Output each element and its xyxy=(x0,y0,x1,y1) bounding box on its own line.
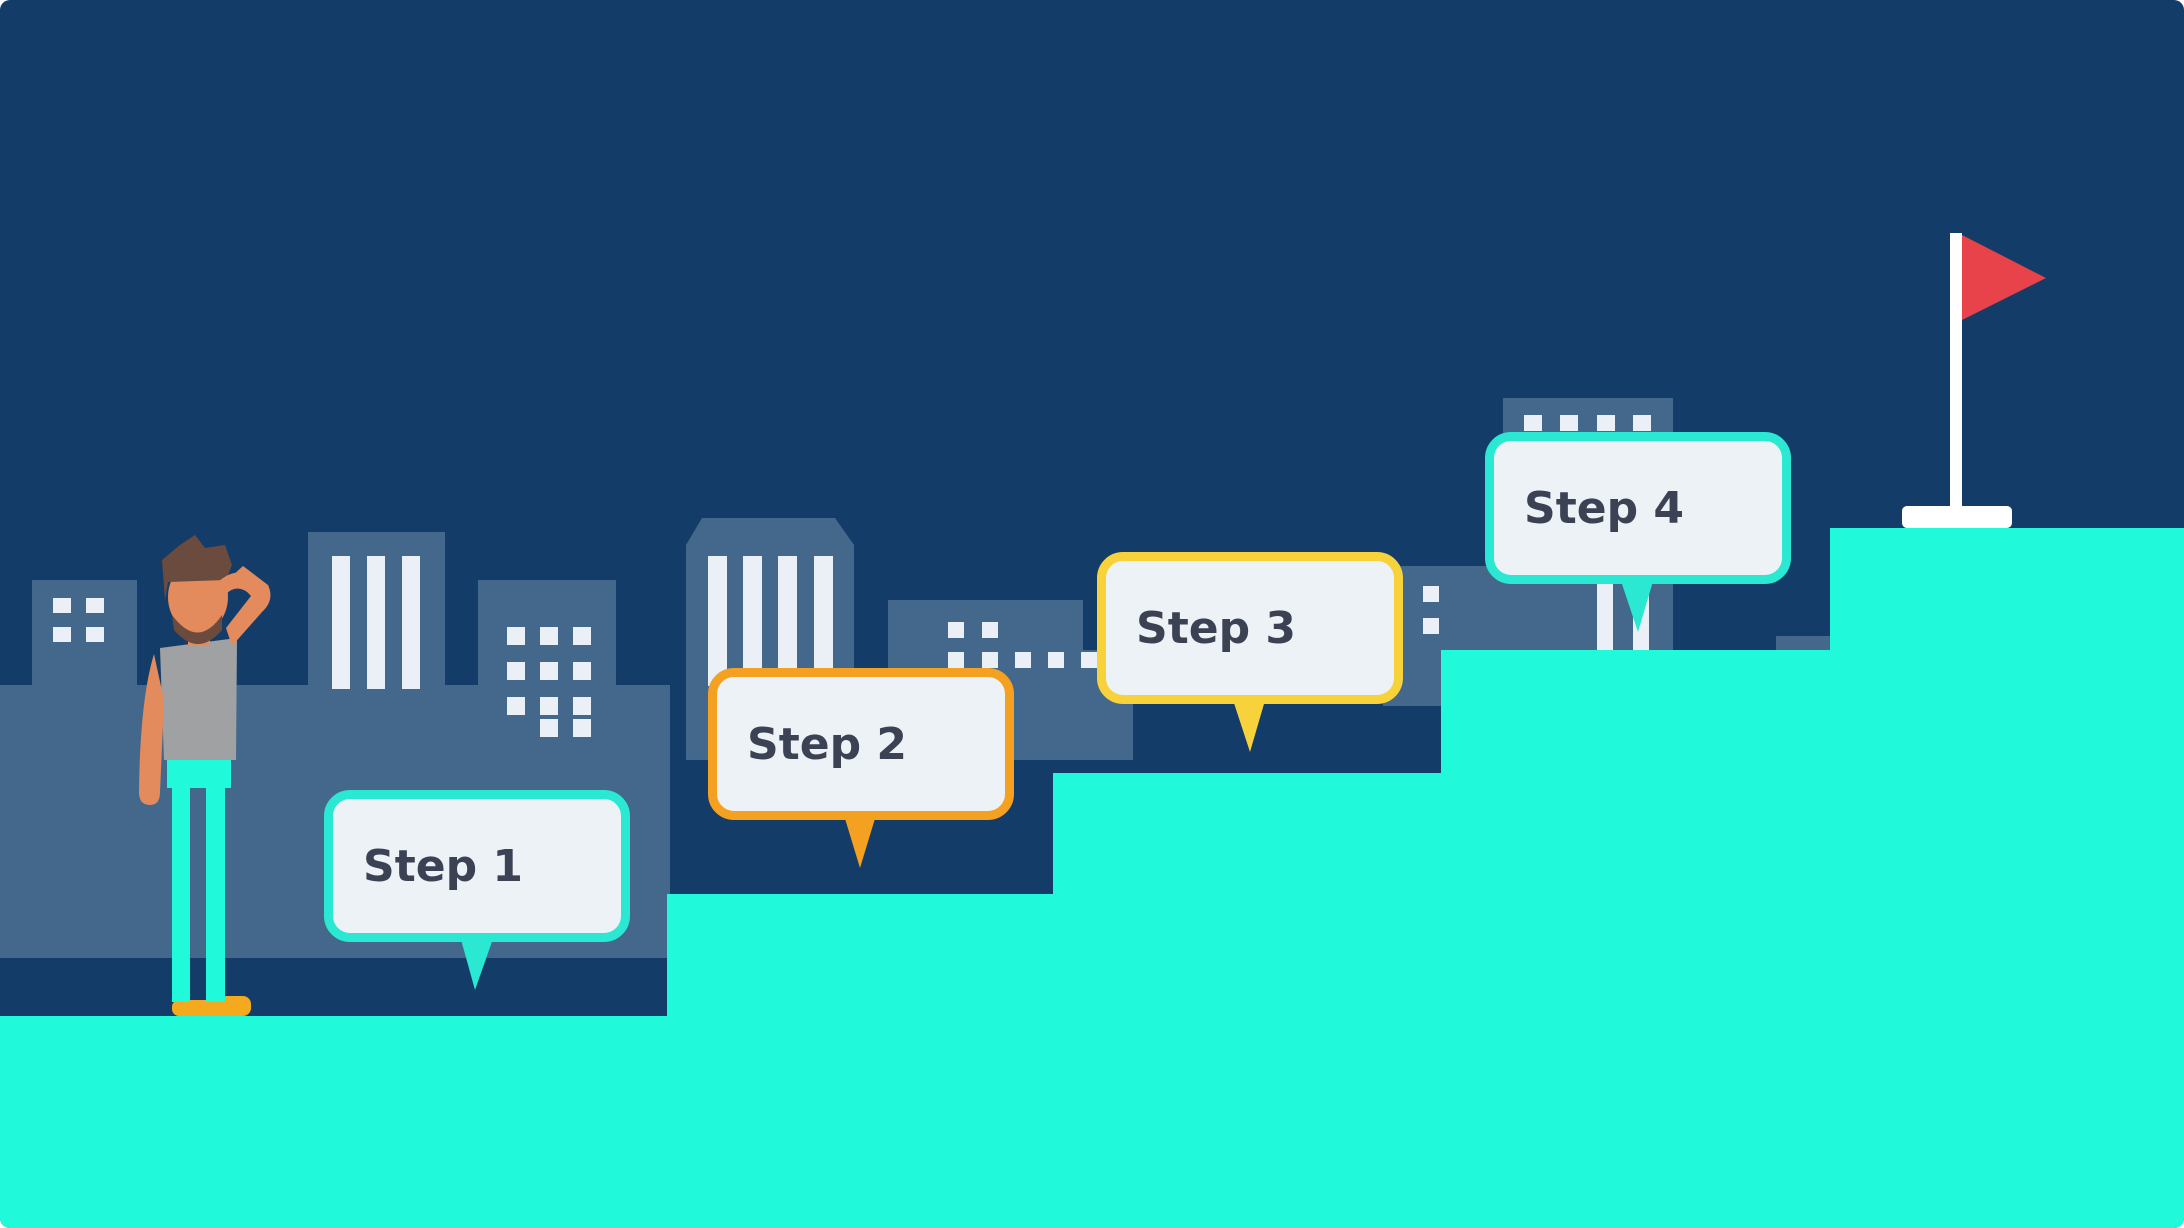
step-3-label: Step 3 xyxy=(1136,602,1296,654)
step-1-label: Step 1 xyxy=(363,840,523,892)
building-windows xyxy=(53,415,1651,737)
ground-stairs xyxy=(0,528,2184,1228)
step-4-bubble: Step 4 xyxy=(1485,432,1791,584)
step-3-bubble: Step 3 xyxy=(1097,552,1403,704)
step-4-bubble-tail xyxy=(1620,578,1654,632)
step-2-bubble-tail xyxy=(843,812,877,868)
step-2-bubble: Step 2 xyxy=(708,668,1014,820)
street-shadow xyxy=(0,958,668,1018)
step-1-bubble: Step 1 xyxy=(324,790,630,942)
step-2-label: Step 2 xyxy=(747,718,907,770)
thinking-person-icon xyxy=(139,535,271,1016)
step-1-bubble-tail xyxy=(460,936,494,990)
step-4-label: Step 4 xyxy=(1524,482,1684,534)
step-3-bubble-tail xyxy=(1232,697,1266,752)
flag-icon xyxy=(1902,233,2046,528)
